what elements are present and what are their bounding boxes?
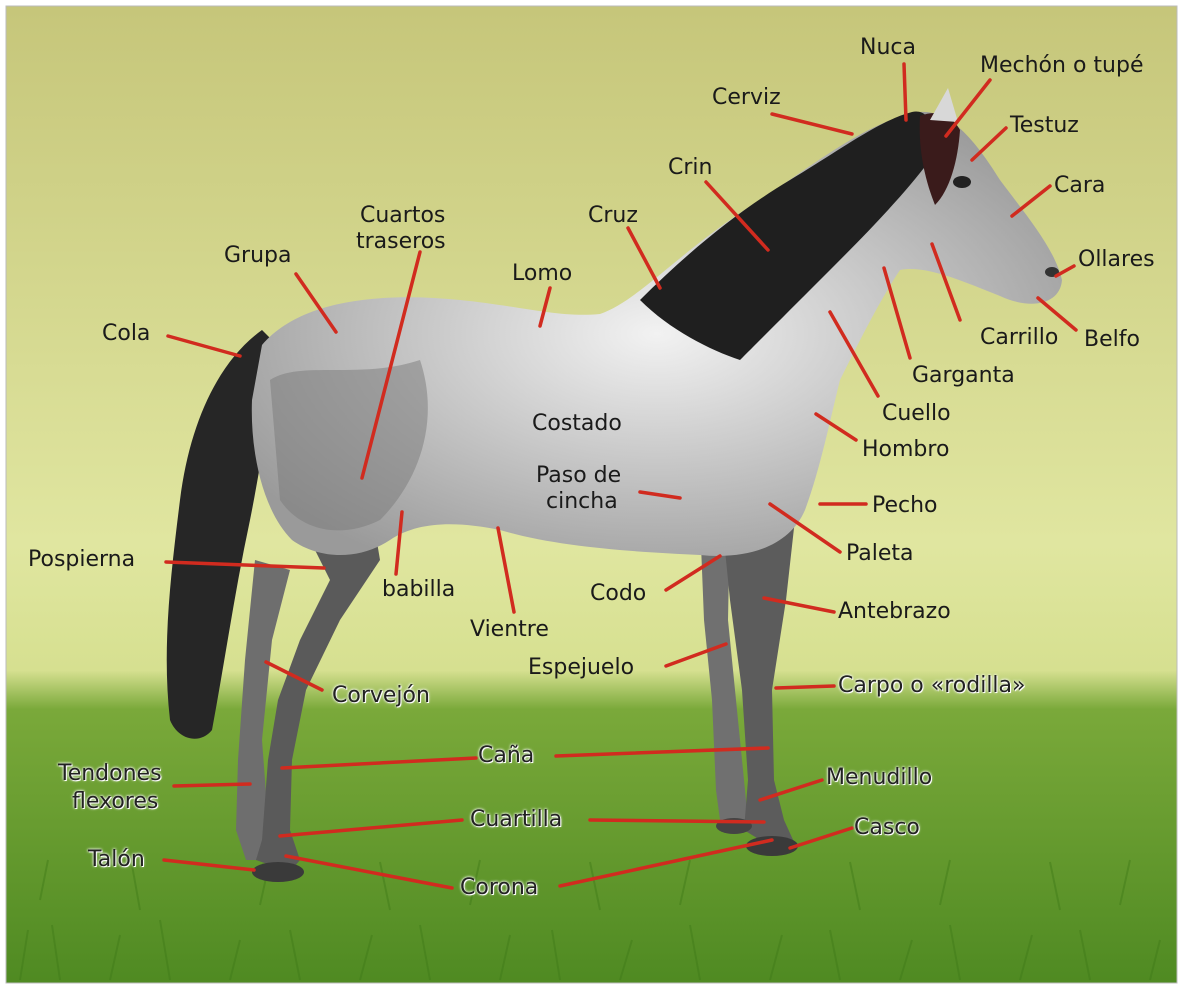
- label-corvejon: Corvejón: [332, 684, 430, 708]
- leader-tendones: [174, 784, 250, 786]
- label-ollares: Ollares: [1078, 248, 1155, 272]
- label-paleta: Paleta: [846, 542, 914, 566]
- label-corona: Corona: [460, 876, 538, 900]
- leader-cuartilla-right: [590, 820, 764, 822]
- label-lomo: Lomo: [512, 262, 572, 286]
- label-talon: Talón: [88, 848, 145, 872]
- label-cuello: Cuello: [882, 402, 951, 426]
- label-tendones: Tendones: [58, 762, 162, 786]
- label-cara: Cara: [1054, 174, 1105, 198]
- label-cuartilla: Cuartilla: [470, 808, 562, 832]
- label-garganta: Garganta: [912, 364, 1015, 388]
- label-cruz: Cruz: [588, 204, 638, 228]
- label-grupa: Grupa: [224, 244, 291, 268]
- hoof-hind: [252, 862, 304, 882]
- label-antebrazo: Antebrazo: [838, 600, 951, 624]
- label-mechon: Mechón o tupé: [980, 54, 1143, 78]
- leader-carpo: [776, 686, 834, 688]
- label-cincha: cincha: [546, 490, 618, 514]
- label-nuca: Nuca: [860, 36, 916, 60]
- label-hombro: Hombro: [862, 438, 949, 462]
- label-menudillo: Menudillo: [826, 766, 932, 790]
- label-traseros: traseros: [356, 230, 446, 254]
- label-pecho: Pecho: [872, 494, 938, 518]
- label-casco: Casco: [854, 816, 920, 840]
- label-pospierna: Pospierna: [28, 548, 135, 572]
- label-espejuelo: Espejuelo: [528, 656, 634, 680]
- label-babilla: babilla: [382, 578, 455, 602]
- label-cana: Caña: [478, 744, 534, 768]
- label-costado: Costado: [532, 412, 622, 436]
- label-codo: Codo: [590, 582, 646, 606]
- label-crin: Crin: [668, 156, 712, 180]
- label-carpo: Carpo o «rodilla»: [838, 674, 1025, 698]
- label-testuz: Testuz: [1010, 114, 1079, 138]
- label-cerviz: Cerviz: [712, 86, 781, 110]
- label-cola: Cola: [102, 322, 150, 346]
- leader-nuca: [904, 64, 906, 120]
- label-cuartos: Cuartos: [360, 204, 445, 228]
- label-carrillo: Carrillo: [980, 326, 1058, 350]
- label-paso-de: Paso de: [536, 464, 621, 488]
- label-flexores: flexores: [72, 790, 158, 814]
- eye-shape: [953, 176, 971, 188]
- label-vientre: Vientre: [470, 618, 549, 642]
- label-belfo: Belfo: [1084, 328, 1140, 352]
